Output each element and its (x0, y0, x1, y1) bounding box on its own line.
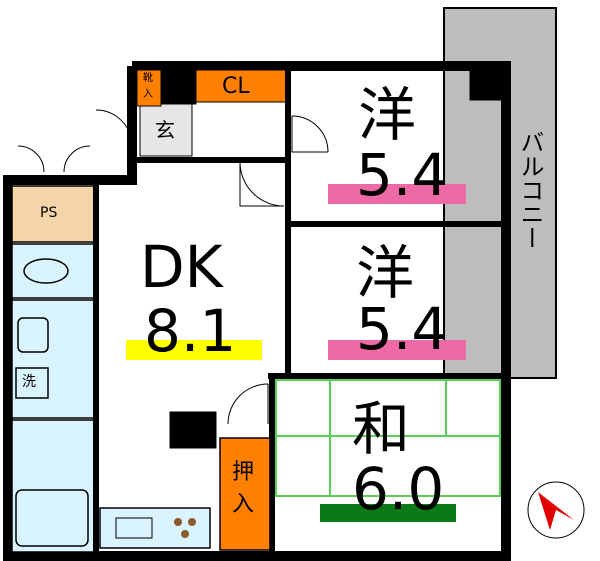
japanese-size: 6.0 (352, 455, 445, 523)
door-swings (17, 109, 329, 425)
inner-walls (93, 66, 507, 556)
entrance-floor (139, 103, 193, 157)
western2-bar (328, 340, 466, 360)
tatami-mats (275, 379, 501, 497)
sink-icon (17, 317, 49, 353)
balcony-label: バルコニー (516, 130, 544, 250)
ps-area (11, 185, 95, 243)
western1-kanji: 洋 (358, 81, 417, 149)
western2-size: 5.4 (356, 295, 449, 363)
closet-label: CL (222, 74, 250, 99)
dk-size: 8.1 (144, 297, 237, 365)
japanese-kanji: 和 (352, 395, 411, 463)
washer-label: 洗 (22, 374, 36, 390)
ps-label: PS (40, 205, 58, 221)
kitchen-counter (99, 507, 211, 549)
bathtub-icon (15, 489, 89, 547)
stove-burners-icon (174, 518, 196, 538)
western1-size: 5.4 (356, 141, 449, 209)
oshiire-closet (219, 437, 271, 551)
shoe-box-label-bottom: 入 (143, 89, 153, 100)
shoe-box (136, 69, 162, 107)
shoe-box-label-top: 靴 (143, 73, 153, 84)
entrance-label: 玄 (155, 118, 175, 142)
dk-bar (126, 340, 262, 360)
japanese-bar (320, 504, 456, 522)
oshiire-label-top: 押 (232, 460, 255, 485)
oshiire-label-bottom: 入 (232, 492, 255, 517)
western1-bar (328, 184, 466, 204)
outer-walls (3, 61, 511, 561)
washer-icon (15, 367, 49, 399)
toilet-icon (23, 258, 69, 284)
north-arrow-icon (527, 481, 585, 539)
western2-kanji: 洋 (356, 239, 415, 307)
dk-label: DK (140, 233, 223, 301)
